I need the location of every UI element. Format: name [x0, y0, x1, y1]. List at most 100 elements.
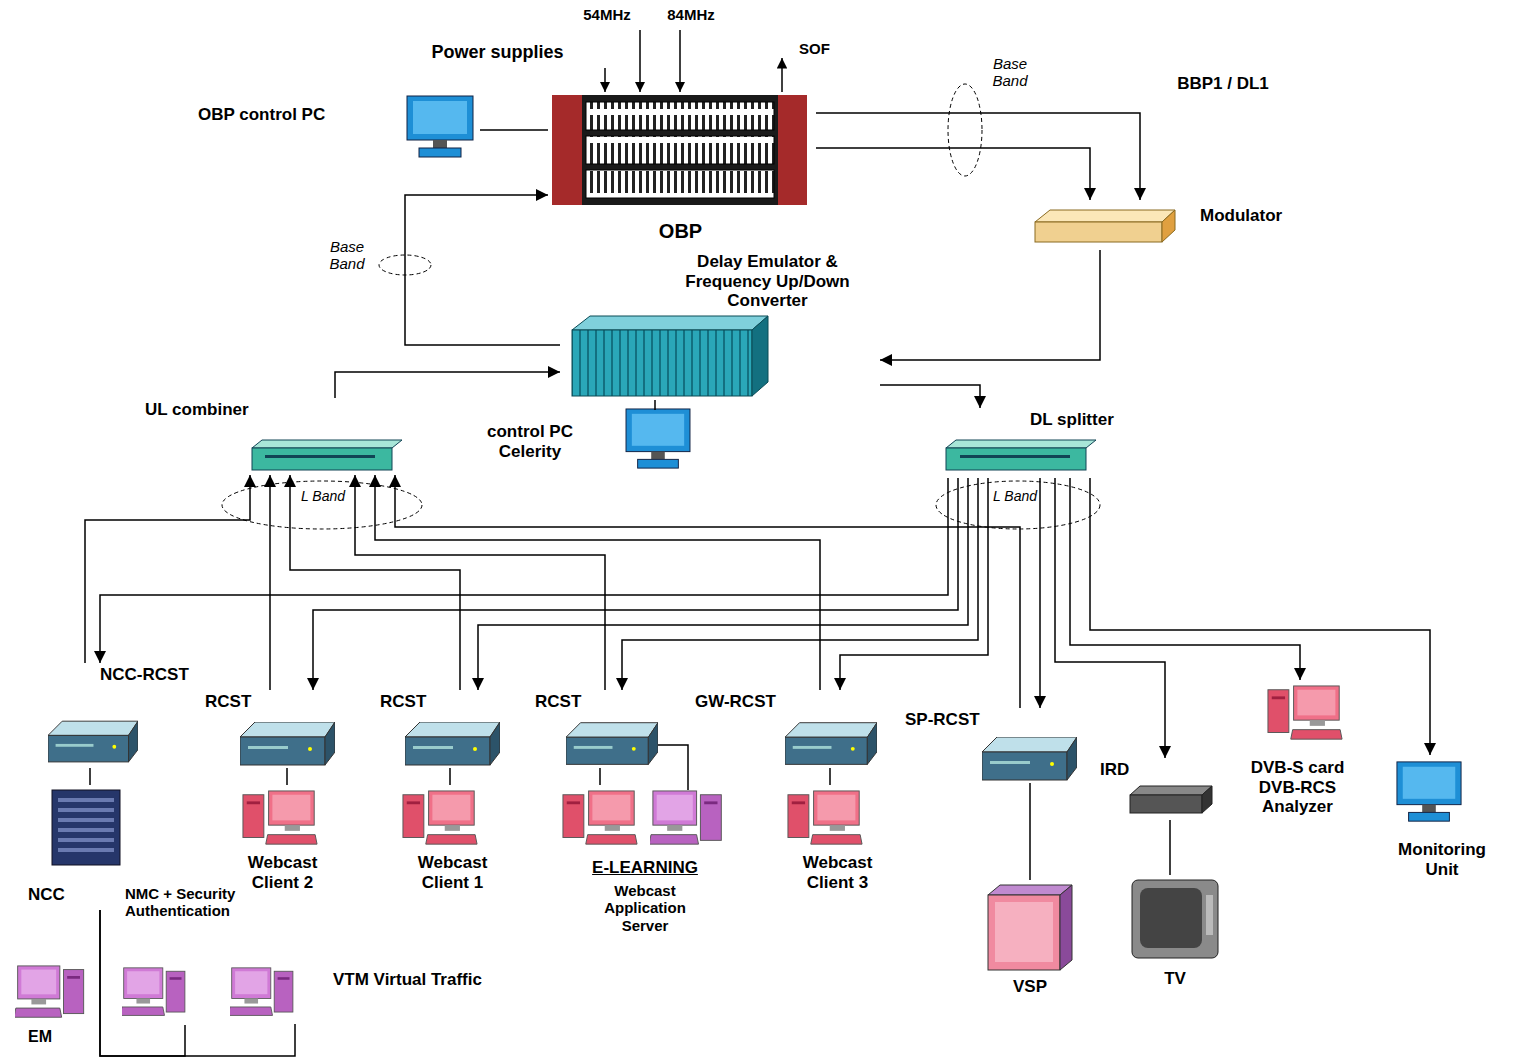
lan-wire — [658, 745, 688, 790]
device-node: control PC Celerity — [465, 410, 695, 475]
signal-label: SOF — [792, 40, 837, 57]
signal-connector — [1070, 478, 1300, 680]
signal-label: L Band — [992, 488, 1038, 504]
device-label: IRD — [1100, 760, 1145, 780]
clock-feed-arrow — [679, 30, 681, 92]
device-label: NCC — [28, 885, 88, 905]
signal-connector — [1169, 820, 1171, 875]
device-label: EM — [28, 1028, 78, 1046]
device-node: Webcast Client 1 — [390, 785, 515, 895]
device-node: Monitoring Unit — [1370, 755, 1515, 895]
device-label: DVB-S card DVB-RCS Analyzer — [1235, 758, 1360, 817]
device-label: VTM Virtual Traffic — [333, 970, 483, 990]
signal-connector — [880, 385, 980, 408]
device-label: control PC Celerity — [465, 422, 595, 461]
analyzer-pc — [1268, 686, 1342, 739]
device-node: Modulator — [1030, 200, 1343, 250]
client-pc — [403, 791, 477, 844]
device-node: UL combiner — [145, 398, 410, 475]
bundle-ellipse — [948, 84, 982, 176]
ird-box — [1130, 786, 1212, 813]
device-node: Webcast Client 2 — [220, 785, 345, 895]
clock-feed-arrow — [639, 30, 641, 92]
device-node: NCC-RCST — [45, 663, 233, 768]
device-label: RCST — [205, 692, 265, 712]
signal-connector — [355, 475, 605, 690]
ncc-server — [52, 790, 120, 865]
device-label: Delay Emulator & Frequency Up/Down Conve… — [660, 252, 875, 311]
rcst-terminal — [785, 723, 877, 765]
rcst-terminal — [48, 721, 138, 762]
device-node: RCST — [205, 690, 340, 768]
device-node: TV — [1125, 875, 1228, 995]
device-label: UL combiner — [145, 400, 305, 420]
delay-emulator-chassis — [572, 316, 768, 396]
device-node: E-LEARNING Webcast Application Server — [555, 785, 738, 960]
device-label: DL splitter — [1030, 410, 1165, 430]
device-label: RCST — [535, 692, 595, 712]
rcst-terminal — [982, 737, 1077, 780]
signal-connector — [1090, 478, 1430, 755]
power-feed-arrow — [604, 68, 606, 92]
device-label: OBP — [548, 220, 813, 243]
signal-connector — [829, 768, 831, 785]
device-node: RCST — [535, 690, 660, 768]
splitter-unit — [946, 440, 1096, 470]
device-node: OBP — [548, 92, 816, 252]
rcst-terminal — [240, 722, 335, 765]
device-label: NMC + Security Authentication — [125, 885, 300, 920]
signal-label: L Band — [299, 488, 347, 504]
signal-connector — [89, 768, 91, 785]
device-label: Webcast Application Server — [585, 882, 705, 934]
monitor-unit-icon — [1397, 762, 1461, 821]
rcst-terminal — [405, 722, 500, 765]
tv-set — [1132, 880, 1218, 958]
device-node: IRD — [1100, 758, 1215, 820]
server-pc — [563, 791, 637, 844]
signal-connector — [480, 129, 548, 131]
signal-connector — [313, 478, 958, 690]
signal-connector — [269, 475, 271, 690]
device-label: TV — [1125, 969, 1225, 989]
device-label: NCC-RCST — [100, 665, 230, 685]
control-monitor — [407, 96, 473, 157]
device-label: E-LEARNING — [555, 858, 735, 878]
signal-connector — [286, 768, 288, 785]
device-label: Modulator — [1200, 206, 1340, 226]
device-label: Monitoring Unit — [1382, 840, 1502, 879]
signal-connector — [100, 478, 948, 663]
device-node: NMC + Security Authentication — [120, 885, 305, 1025]
device-label: OBP control PC — [198, 105, 393, 125]
signal-connector — [599, 768, 601, 785]
combiner-unit — [252, 440, 402, 470]
device-node: GW-RCST — [695, 690, 880, 768]
vtm-pc — [228, 968, 293, 1016]
device-label: Webcast Client 3 — [785, 853, 890, 892]
device-node: Delay Emulator & Frequency Up/Down Conve… — [560, 250, 880, 400]
signal-connector — [335, 372, 560, 398]
nmc-pc — [120, 968, 185, 1016]
device-node: RCST — [380, 690, 502, 768]
bundle-ellipse — [936, 481, 1100, 529]
signal-connector — [816, 113, 1140, 200]
obp-rack — [552, 95, 807, 205]
signal-connector — [478, 478, 968, 690]
device-node: VTM Virtual Traffic — [228, 962, 513, 1024]
signal-label: Base Band — [985, 55, 1035, 90]
device-node: DVB-S card DVB-RCS Analyzer — [1235, 680, 1363, 855]
device-label: Webcast Client 2 — [230, 853, 335, 892]
signal-connector — [1055, 478, 1165, 758]
device-label: Webcast Client 1 — [400, 853, 505, 892]
signal-label: BBP1 / DL1 — [1158, 74, 1288, 94]
signal-label: 54MHz — [576, 6, 638, 23]
signal-connector — [840, 478, 988, 690]
signal-connector — [405, 195, 560, 345]
client-pc — [788, 791, 862, 844]
signal-connector — [654, 400, 656, 410]
signal-label: Base Band — [322, 238, 372, 273]
signal-connector — [622, 478, 978, 690]
device-node: EM — [12, 962, 92, 1054]
signal-label: 84MHz — [660, 6, 722, 23]
device-label: VSP — [980, 977, 1080, 997]
client-pc — [243, 791, 317, 844]
